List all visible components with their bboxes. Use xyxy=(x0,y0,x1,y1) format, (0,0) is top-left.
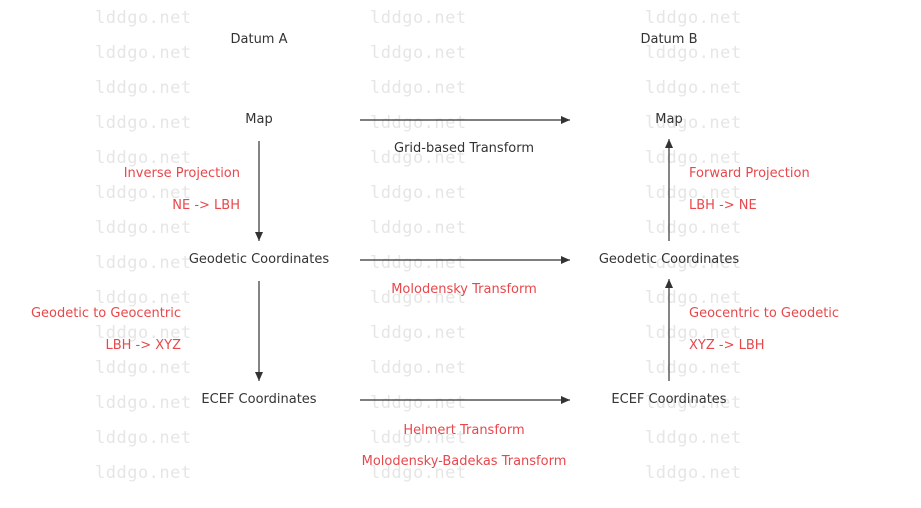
node-b-ecef: ECEF Coordinates xyxy=(611,392,727,407)
label-forward-projection: Forward Projection xyxy=(689,166,810,181)
node-b-geodetic: Geodetic Coordinates xyxy=(598,252,740,267)
label-xyz-to-lbh: XYZ -> LBH xyxy=(689,338,765,353)
label-helmert-transform: Helmert Transform xyxy=(403,423,525,438)
node-a-map: Map xyxy=(245,112,273,127)
label-lbh-to-ne: LBH -> NE xyxy=(689,198,757,213)
datum-b-title: Datum B xyxy=(640,32,698,47)
label-molodensky-badekas-transform: Molodensky-Badekas Transform xyxy=(361,454,567,469)
label-inverse-projection: Inverse Projection xyxy=(123,166,240,181)
node-a-geodetic: Geodetic Coordinates xyxy=(188,252,330,267)
label-geodetic-to-geocentric: Geodetic to Geocentric xyxy=(30,306,181,321)
node-b-map: Map xyxy=(655,112,683,127)
node-a-ecef: ECEF Coordinates xyxy=(201,392,317,407)
label-lbh-to-xyz: LBH -> XYZ xyxy=(105,338,181,353)
label-geocentric-to-geodetic: Geocentric to Geodetic xyxy=(689,306,840,321)
label-ne-to-lbh: NE -> LBH xyxy=(172,198,240,213)
datum-a-title: Datum A xyxy=(230,32,288,47)
label-grid-based-transform: Grid-based Transform xyxy=(393,141,535,156)
label-molodensky-transform: Molodensky Transform xyxy=(391,282,537,297)
